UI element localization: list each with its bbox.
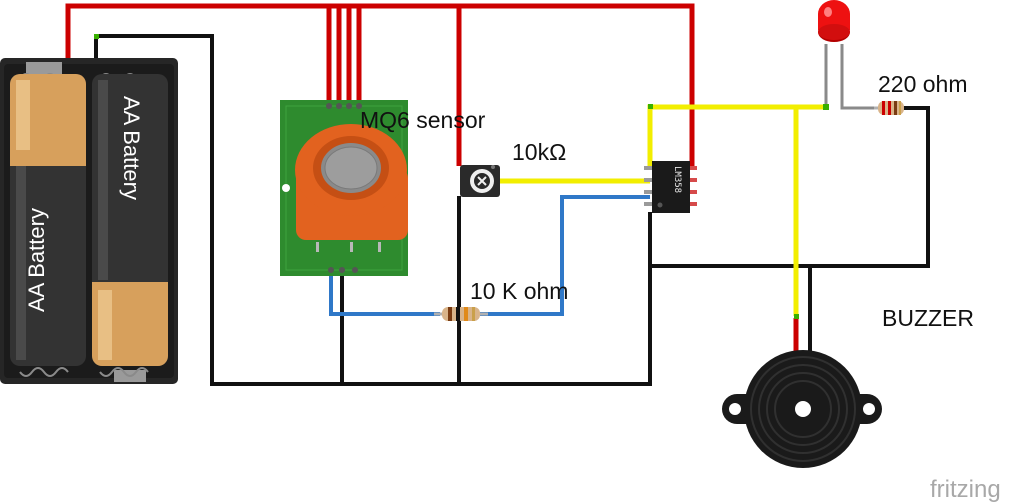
- battery-cell-left: AA Battery: [10, 74, 86, 366]
- potentiometer: 10kΩ: [460, 139, 566, 197]
- mq6-sensor-label: MQ6 sensor: [360, 107, 486, 133]
- buzzer: BUZZER: [722, 305, 974, 468]
- wire-vcc: [65, 3, 799, 352]
- wire-endpoints: [94, 34, 829, 319]
- wire-sense: [329, 195, 650, 316]
- potentiometer-label: 10kΩ: [512, 139, 566, 165]
- mq6-sensor: MQ6 sensor: [280, 100, 486, 276]
- battery-left-label: AA Battery: [24, 208, 49, 312]
- lm358-chip: LM358: [644, 161, 697, 213]
- resistor-220-label: 220 ohm: [878, 71, 968, 97]
- led-leads: [824, 44, 880, 110]
- led-red: [818, 0, 850, 42]
- wire-gnd: [94, 34, 930, 386]
- buzzer-label: BUZZER: [882, 305, 974, 331]
- fritzing-watermark: fritzing: [930, 476, 1001, 503]
- wires: [65, 3, 930, 386]
- resistor-220: 220 ohm: [874, 71, 968, 115]
- resistor-10k: 10 K ohm: [434, 278, 568, 321]
- battery-right-label: AA Battery: [119, 96, 144, 200]
- resistor-10k-label: 10 K ohm: [470, 278, 568, 304]
- lm358-label: LM358: [672, 166, 682, 193]
- battery-pack: AA Battery AA Battery: [0, 58, 178, 384]
- battery-cell-right: AA Battery: [92, 74, 168, 366]
